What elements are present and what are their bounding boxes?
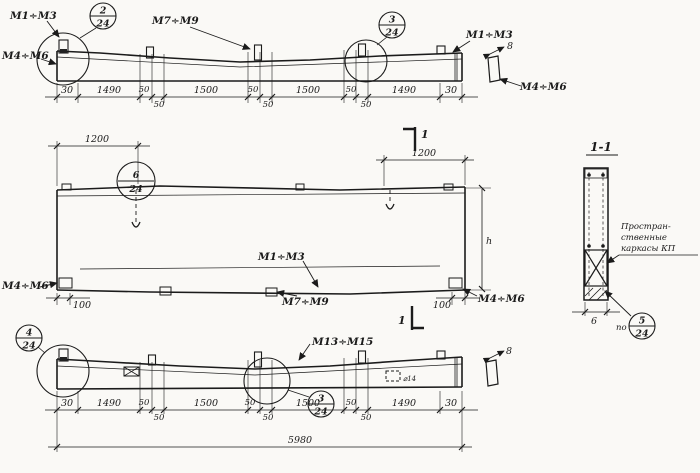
callout-sheet: 24 — [384, 28, 398, 39]
dim-label: 30 — [445, 85, 457, 96]
dim-label: 30 — [61, 398, 73, 409]
mark-label-m4m6-plan-right: М4÷М6 — [477, 293, 525, 305]
dim-label: 1490 — [392, 398, 416, 409]
dim-label: 50 — [361, 413, 372, 423]
callout-number: 4 — [26, 328, 33, 339]
plan-view: 6 24 1 1 1200 1200 h 100 100 — [1, 127, 525, 330]
mark-label-m7m9-plan: М7÷М9 — [281, 296, 329, 308]
section-cut-label-bottom: 1 — [398, 314, 406, 327]
detail-dia-label: ⌀14 — [403, 375, 416, 383]
dim-section-width: 6 — [591, 316, 597, 327]
mark-label-m7m9: М7÷М9 — [151, 15, 199, 27]
mark-label-m1m3-left: М1÷М3 — [9, 10, 57, 22]
callout-3-24-top: 3 24 — [378, 11, 406, 39]
dim-label: 50 — [263, 100, 274, 110]
dim-label: 1490 — [392, 85, 416, 96]
callout-4-24: 4 24 — [15, 324, 43, 352]
callout-number: 3 — [318, 394, 325, 405]
detail-bubble-left — [36, 32, 90, 86]
detail-bubble-mid-bottom — [243, 357, 291, 405]
dim-height-h: h — [486, 236, 492, 247]
dim-100-right: 100 — [433, 300, 451, 311]
dim-label: 30 — [445, 398, 457, 409]
callout-sheet: 24 — [313, 407, 327, 418]
section-1-1-view: 1-1 Простран- ственные каркасы КП по 5 2… — [572, 140, 698, 340]
note-line-3: каркасы КП — [621, 244, 676, 254]
callout-number: 5 — [639, 316, 646, 327]
dim-label: 1500 — [296, 398, 320, 409]
callout-2-24: 2 24 — [89, 2, 117, 30]
dim-1200-right: 1200 — [412, 148, 436, 159]
note-line-2: ственные — [621, 233, 667, 243]
dim-label: 50 — [154, 100, 165, 110]
dim-label: 50 — [139, 85, 150, 95]
callout-number: 6 — [133, 170, 140, 181]
dim-label: 1490 — [97, 398, 121, 409]
callout-3-24-bottom: 3 24 — [307, 390, 335, 418]
dim-label: 50 — [346, 398, 357, 408]
dim-1200-left: 1200 — [85, 134, 109, 145]
bottom-elevation-view: ⌀14 4 24 3 24 М13÷М15 8 — [15, 324, 512, 452]
callout-6-24: 6 24 — [116, 161, 156, 201]
dim-100-left: 100 — [73, 300, 91, 311]
dim-label: 50 — [245, 398, 256, 408]
note-line-1: Простран- — [620, 222, 671, 232]
dim-label: 1500 — [296, 85, 320, 96]
dim-label: 50 — [346, 85, 357, 95]
dim-label: 1500 — [194, 85, 218, 96]
callout-sheet: 24 — [21, 341, 35, 352]
dim-label: 50 — [248, 85, 259, 95]
section-cut-label-top: 1 — [421, 128, 429, 141]
dim-end-thickness-bottom: 8 — [506, 346, 512, 357]
callout-sheet: 24 — [634, 329, 648, 340]
detail-bubble-mid — [344, 39, 388, 83]
callout-number: 3 — [389, 15, 396, 26]
dim-label: 1490 — [97, 85, 121, 96]
dim-label: 50 — [263, 413, 274, 423]
mark-label-m4m6-plan-left: М4÷М6 — [1, 280, 49, 292]
mark-label-m4m6-right: М4÷М6 — [519, 81, 567, 93]
callout-number: 2 — [99, 6, 107, 17]
mark-label-m4m6-left: М4÷М6 — [1, 50, 49, 62]
dim-label: 30 — [61, 85, 73, 96]
dim-label: 1500 — [194, 398, 218, 409]
dim-label: 50 — [154, 413, 165, 423]
mark-label-m1m3-plan: М1÷М3 — [257, 251, 305, 263]
dim-label: 50 — [361, 100, 372, 110]
detail-bubble-left-bottom — [36, 344, 90, 398]
callout-5-24: 5 24 — [628, 312, 656, 340]
po-label: по — [616, 323, 627, 333]
mark-label-m1m3-right: М1÷М3 — [465, 29, 513, 41]
top-elevation-view: 2 24 3 24 М1÷М3 М7÷М9 М1÷М3 М4÷М6 М4÷М6 … — [1, 2, 567, 110]
callout-sheet: 24 — [128, 184, 142, 195]
mark-label-m13m15: М13÷М15 — [311, 336, 373, 348]
callout-sheet: 24 — [95, 19, 109, 30]
dim-total-5980: 5980 — [288, 435, 312, 446]
section-title: 1-1 — [590, 140, 612, 154]
dim-end-thickness: 8 — [507, 41, 513, 52]
dim-label: 50 — [139, 398, 150, 408]
